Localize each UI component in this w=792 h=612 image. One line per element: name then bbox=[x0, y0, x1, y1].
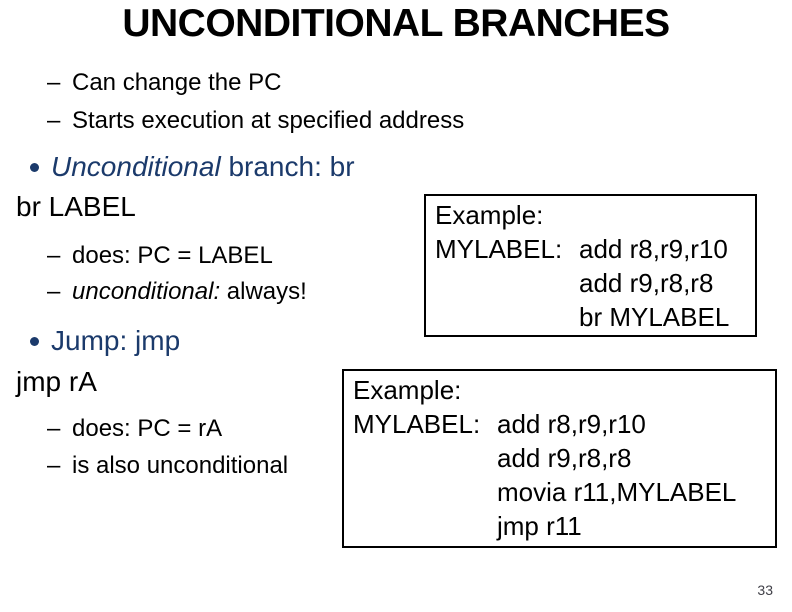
jump-sub-bullet-2-text: is also unconditional bbox=[72, 452, 288, 479]
example-line-label bbox=[353, 441, 497, 475]
example-line: br MYLABEL bbox=[426, 300, 755, 334]
sub-bullet-italic-part: unconditional: bbox=[72, 278, 221, 305]
dash-marker-icon: – bbox=[47, 452, 68, 479]
dash-marker-icon: – bbox=[47, 107, 68, 134]
branch-sub-bullet-2: – unconditional: always! bbox=[47, 277, 307, 306]
jump-sub-bullet-2: – is also unconditional bbox=[47, 451, 288, 480]
sub-bullet-text-part: does: PC = LABEL bbox=[72, 242, 273, 269]
example-line: add r9,r8,r8 bbox=[344, 441, 775, 475]
jump-sub-bullet-1: – does: PC = rA bbox=[47, 414, 222, 443]
section-jump-heading: Jump: jmp bbox=[30, 325, 180, 357]
bullet-dot-icon bbox=[30, 162, 39, 172]
dash-marker-icon: – bbox=[47, 242, 68, 269]
intro-bullet-1: – Can change the PC bbox=[47, 68, 281, 97]
example-line-code: br MYLABEL bbox=[579, 302, 730, 332]
example-line-label: Example: bbox=[353, 375, 462, 405]
intro-bullet-1-text: Can change the PC bbox=[72, 69, 282, 96]
section-jump-heading-text: Jump: jmp bbox=[51, 325, 180, 357]
bullet-dot-icon bbox=[30, 336, 39, 346]
example-line: movia r11,MYLABEL bbox=[344, 475, 775, 509]
intro-bullet-2-text: Starts execution at specified address bbox=[72, 107, 465, 134]
example-line-label bbox=[353, 509, 497, 543]
intro-bullet-2: – Starts execution at specified address bbox=[47, 106, 464, 135]
branch-syntax-line: br LABEL bbox=[16, 191, 136, 222]
example-line-code: add r9,r8,r8 bbox=[579, 268, 714, 298]
dash-marker-icon: – bbox=[47, 415, 68, 442]
sub-bullet-text-part: always! bbox=[220, 278, 307, 305]
example-line-label: MYLABEL: bbox=[435, 234, 570, 264]
example-line: jmp r11 bbox=[344, 509, 775, 543]
example-line-label: Example: bbox=[435, 200, 544, 230]
example-line-code: movia r11,MYLABEL bbox=[497, 477, 737, 507]
branch-sub-bullet-1: – does: PC = LABEL bbox=[47, 241, 273, 270]
example-line-label bbox=[435, 266, 579, 300]
heading-italic-part: Unconditional bbox=[51, 151, 221, 182]
jump-syntax-line: jmp rA bbox=[16, 366, 97, 397]
jump-sub-bullet-1-text: does: PC = rA bbox=[72, 415, 222, 442]
sub-bullet-text-part: does: PC = rA bbox=[72, 415, 223, 442]
example-line: add r9,r8,r8 bbox=[426, 266, 755, 300]
example-line-label: MYLABEL: bbox=[353, 409, 488, 439]
example-line-code: add r8,r9,r10 bbox=[579, 234, 728, 264]
example-line-code: add r8,r9,r10 bbox=[497, 409, 646, 439]
heading-rest-part: branch: br bbox=[220, 151, 355, 182]
example-line: MYLABEL: add r8,r9,r10 bbox=[426, 232, 755, 266]
branch-sub-bullet-2-text: unconditional: always! bbox=[72, 278, 307, 305]
page-number: 33 bbox=[757, 582, 773, 598]
example-line-label bbox=[353, 475, 497, 509]
branch-sub-bullet-1-text: does: PC = LABEL bbox=[72, 242, 273, 269]
sub-bullet-text-part: is also unconditional bbox=[72, 452, 289, 479]
section-branch-heading: Unconditional branch: br bbox=[30, 151, 355, 183]
dash-marker-icon: – bbox=[47, 69, 68, 96]
example-box-jump: Example: MYLABEL: add r8,r9,r10 add r9,r… bbox=[342, 369, 777, 548]
example-line-label bbox=[435, 300, 579, 334]
example-line: MYLABEL: add r8,r9,r10 bbox=[344, 407, 775, 441]
example-line-code: jmp r11 bbox=[497, 511, 582, 541]
example-box-branch: Example: MYLABEL: add r8,r9,r10 add r9,r… bbox=[424, 194, 757, 337]
section-branch-heading-text: Unconditional branch: br bbox=[51, 151, 355, 183]
example-line-code: add r9,r8,r8 bbox=[497, 443, 632, 473]
dash-marker-icon: – bbox=[47, 278, 68, 305]
example-line: Example: bbox=[426, 198, 755, 232]
heading-rest-part: Jump: jmp bbox=[51, 325, 181, 356]
example-line: Example: bbox=[344, 373, 775, 407]
slide-title: UNCONDITIONAL BRANCHES bbox=[122, 2, 670, 45]
